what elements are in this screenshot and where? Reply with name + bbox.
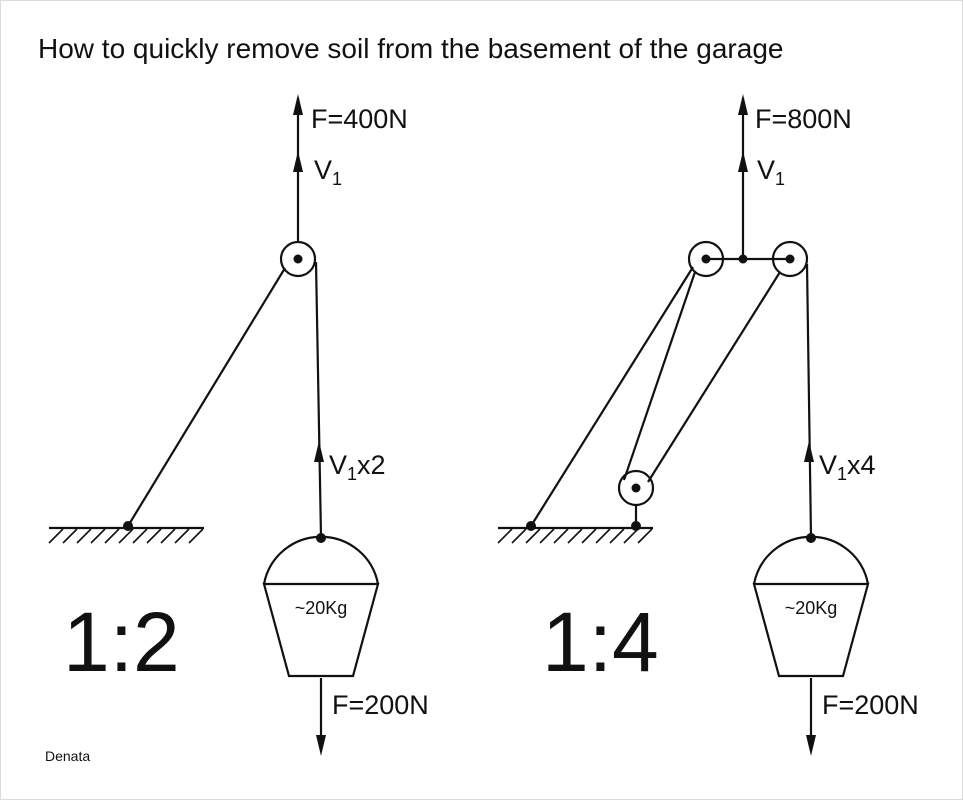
right-bucket-body (752, 582, 870, 678)
right-weight-arrow (806, 678, 816, 756)
left-fixed-pulley (279, 240, 317, 278)
right-force-bottom-label: F=200N (822, 690, 919, 720)
left-force-bottom-label: F=200N (332, 690, 429, 720)
right-anchor-dot (526, 521, 536, 531)
right-ground (497, 526, 653, 544)
left-bucket-attach-dot (316, 533, 326, 543)
left-force-top-label: F=400N (311, 104, 408, 134)
right-ground-pulley (617, 469, 655, 531)
right-velocity-label: V1 (757, 155, 785, 189)
right-ratio-label: 1:4 (542, 595, 659, 689)
right-load-rope (805, 263, 813, 538)
page-title: How to quickly remove soil from the base… (38, 33, 783, 64)
left-force-arrow (293, 94, 303, 244)
left-rope-arrowhead (314, 441, 324, 462)
left-bucket-body (262, 582, 380, 678)
right-bucket-weight-label: ~20Kg (785, 598, 838, 618)
left-load-rope (314, 261, 323, 538)
right-bucket-handle-arc (752, 535, 870, 585)
left-weight-arrow (316, 678, 326, 756)
left-ratio-label: 1:2 (63, 595, 180, 689)
pulley-axle-dot (701, 254, 711, 264)
credit-label: Denata (45, 748, 90, 764)
left-system: F=400N V1 V1x2 (48, 94, 429, 756)
pulley-axle-dot (785, 254, 795, 264)
left-bucket-weight-label: ~20Kg (295, 598, 348, 618)
left-bucket-handle-arc (262, 535, 380, 585)
left-rope-velocity-label: V1x2 (329, 450, 386, 484)
right-down-rope (622, 271, 697, 481)
right-up-rope (647, 271, 781, 483)
right-force-arrow (738, 94, 748, 259)
right-anchor-rope (530, 266, 694, 527)
right-system: F=800N V1 V1x4 (497, 94, 919, 756)
left-ground (48, 526, 204, 544)
right-bucket-attach-dot (806, 533, 816, 543)
left-velocity-label: V1 (314, 155, 342, 189)
bar-attach-dot (738, 254, 748, 264)
left-anchor-rope (127, 267, 286, 527)
right-rope-arrowhead (804, 441, 814, 462)
right-force-top-label: F=800N (755, 104, 852, 134)
right-rope-velocity-label: V1x4 (819, 450, 876, 484)
left-bucket: ~20Kg (262, 533, 380, 678)
right-bucket: ~20Kg (752, 533, 870, 678)
